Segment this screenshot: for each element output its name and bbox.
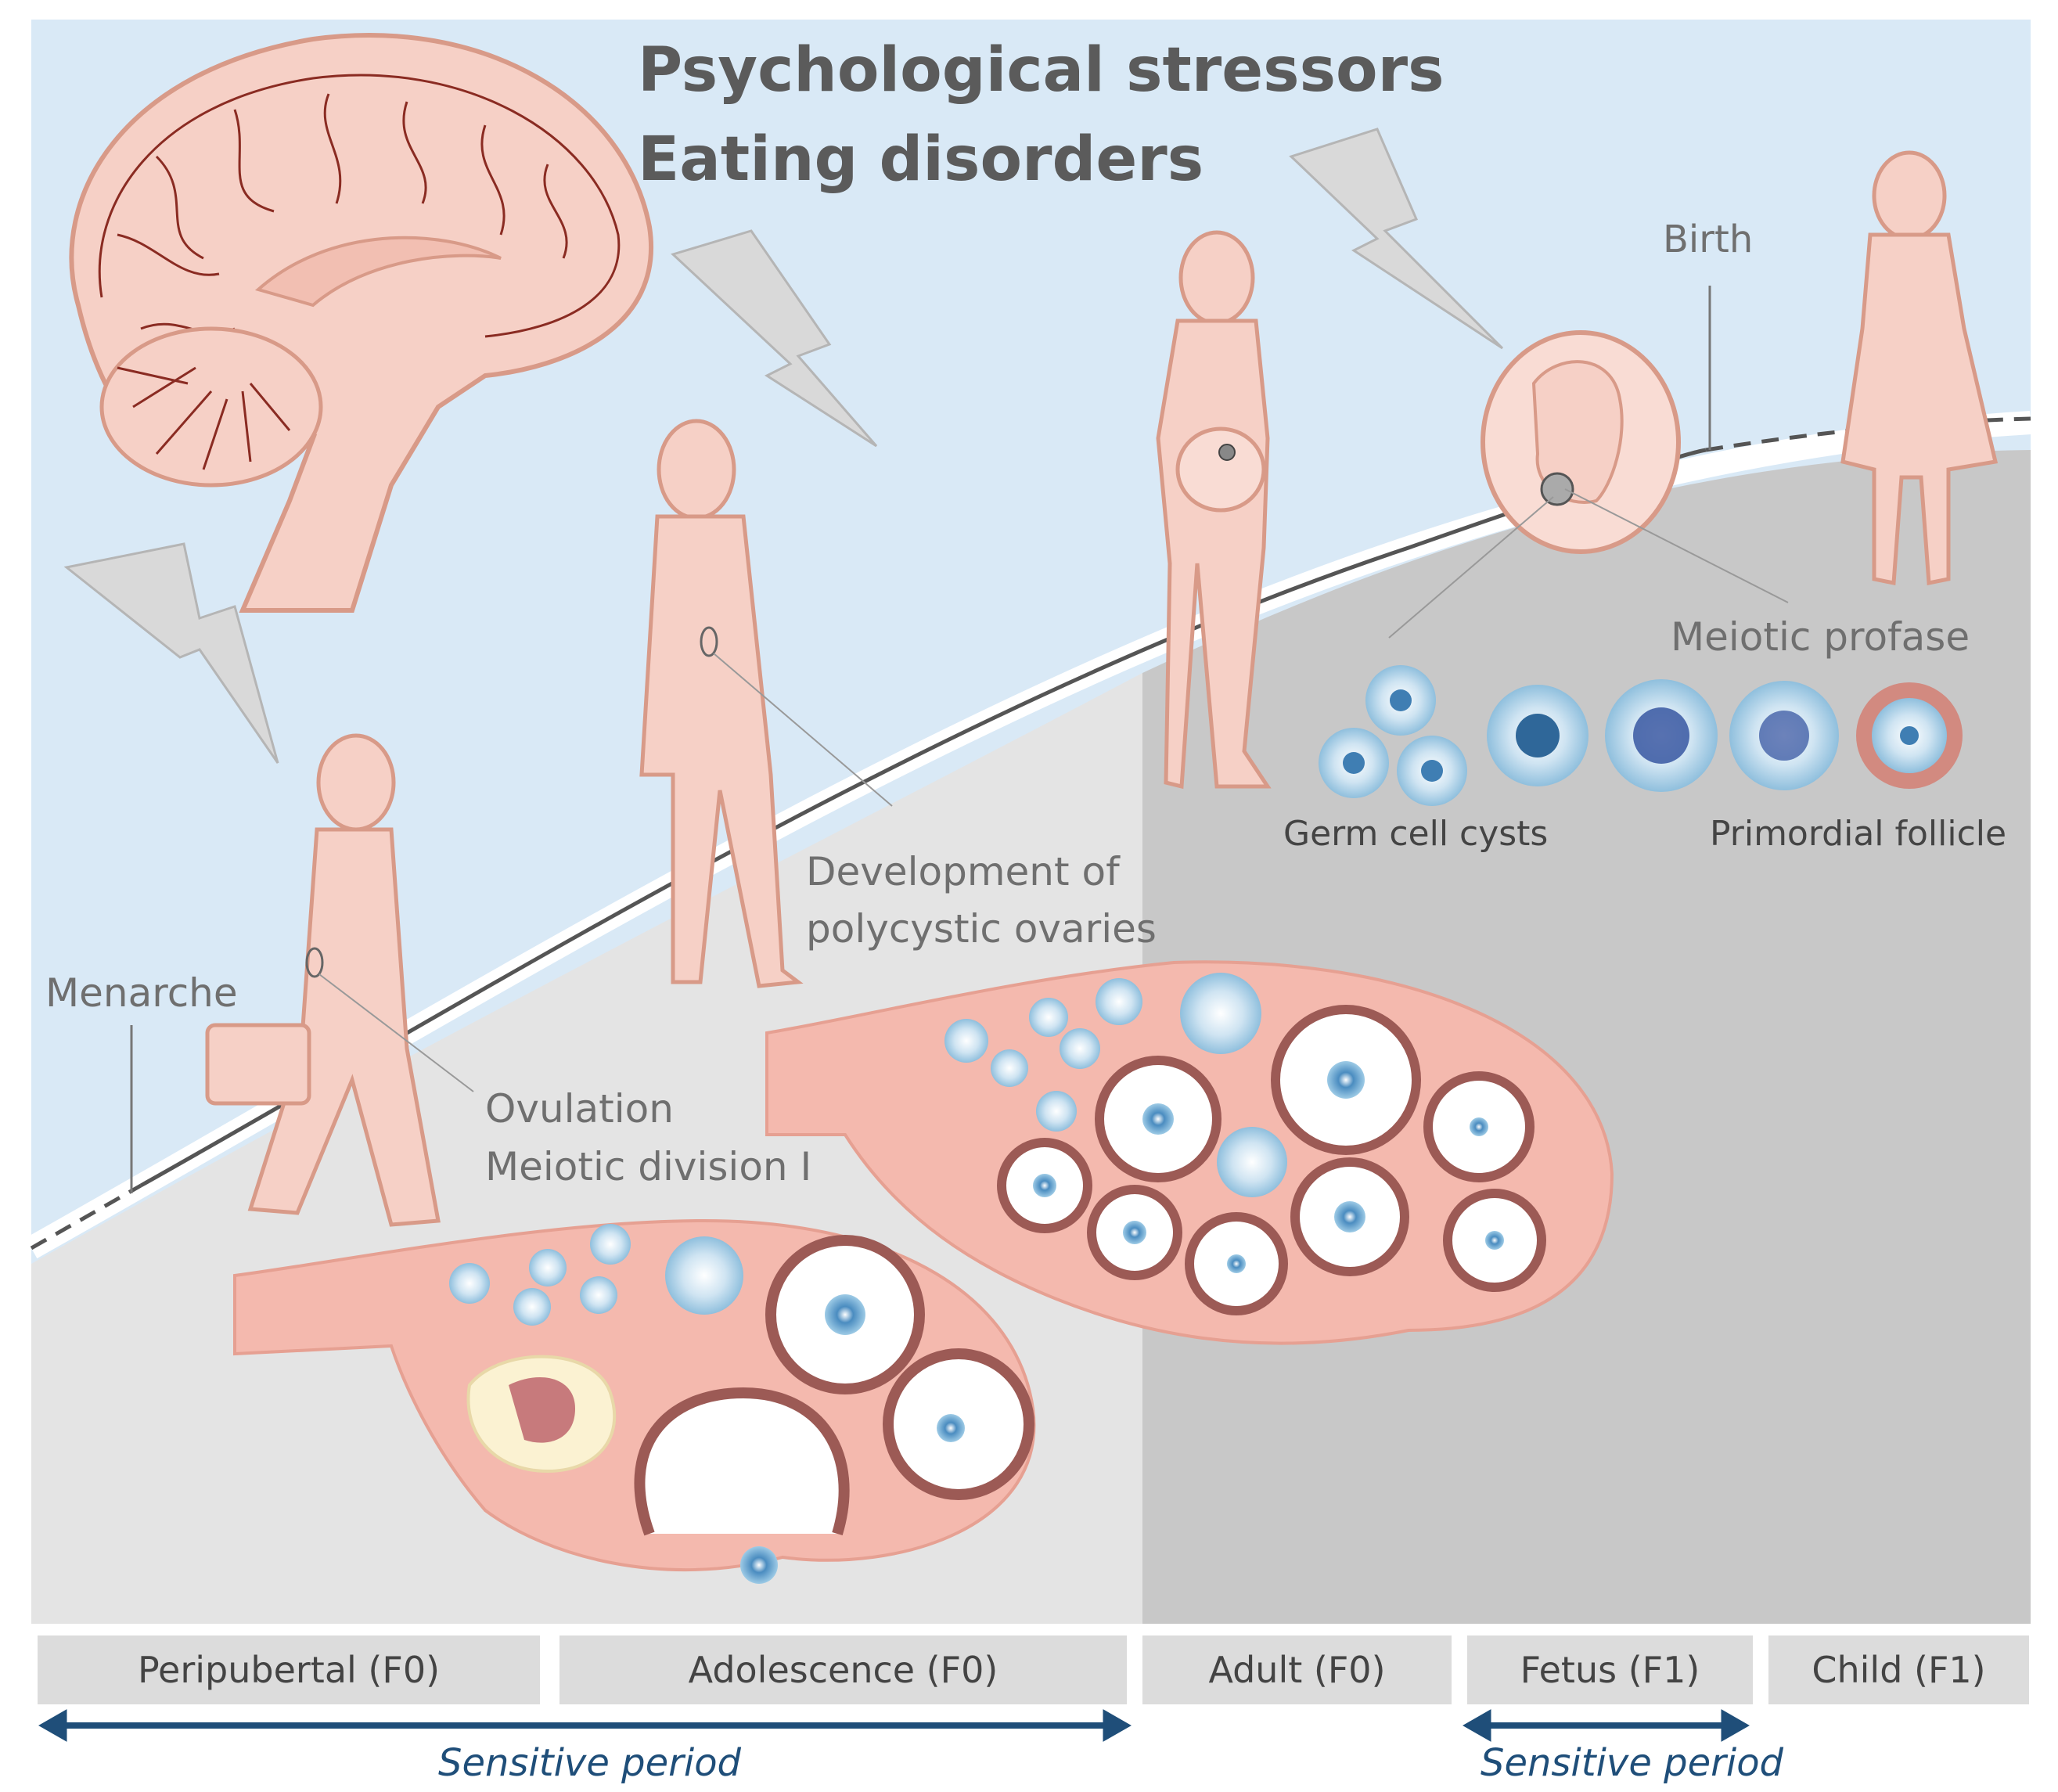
- sensitive-period-arrow-right: [1462, 1709, 1750, 1742]
- peripubertal-ovary-oocytes: [740, 1294, 965, 1584]
- pointer-ovulation: [318, 973, 474, 1092]
- development-label-line-1: Development of: [806, 849, 1120, 894]
- title-line-1: Psychological stressors: [638, 35, 1445, 106]
- girl-peripubertal-figure: [205, 733, 441, 1227]
- ovulation-label: Ovulation: [485, 1086, 674, 1132]
- pointer-polycystic: [713, 653, 893, 807]
- oogonium-cell: [1487, 685, 1588, 786]
- germ-cell-cysts-label: Germ cell cysts: [1283, 814, 1549, 854]
- lightning-bolt-right: [1289, 128, 1504, 350]
- lightning-bolt-center: [671, 229, 878, 448]
- adolescent-figure: [639, 419, 804, 988]
- oocyte-profase-cell-2: [1729, 681, 1839, 790]
- title-line-2: Eating disorders: [638, 124, 1204, 195]
- timeline-curve-dashed-left: [30, 1183, 142, 1250]
- stage-adolescence: Adolescence (F0): [559, 1635, 1127, 1704]
- pregnant-adult-figure: [1156, 230, 1272, 790]
- germ-cell-cyst-cluster: [1319, 665, 1467, 806]
- development-label-line-2: polycystic ovaries: [806, 906, 1157, 952]
- polycystic-ovary-oocytes: [1033, 1061, 1504, 1273]
- stage-fetus: Fetus (F1): [1467, 1635, 1753, 1704]
- stage-peripubertal: Peripubertal (F0): [38, 1635, 540, 1704]
- stage-child: Child (F1): [1768, 1635, 2029, 1704]
- pointer-germ-cells: [1388, 496, 1554, 639]
- peripubertal-ovary-small-follicles: [449, 1224, 743, 1326]
- primordial-follicle-cell: [1856, 682, 1963, 789]
- polycystic-ovary-small-follicles: [944, 973, 1287, 1197]
- sensitive-period-right-label: Sensitive period: [1481, 1741, 1784, 1785]
- primordial-follicle-label: Primordial follicle: [1710, 814, 2007, 854]
- brain-illustration: [69, 33, 653, 613]
- stage-adult: Adult (F0): [1142, 1635, 1452, 1704]
- birth-label: Birth: [1663, 218, 1754, 261]
- sensitive-period-left-label: Sensitive period: [438, 1741, 742, 1785]
- fetus-illustration: [1481, 330, 1681, 554]
- meiotic-division-label: Meiotic division I: [485, 1144, 812, 1189]
- lightning-bolt-left: [63, 542, 279, 764]
- pointer-meiotic-profase: [1564, 488, 1789, 603]
- meiotic-profase-label: Meiotic profase: [1671, 614, 1970, 660]
- child-figure: [1840, 150, 1999, 586]
- sensitive-period-arrow-left: [38, 1709, 1132, 1742]
- oocyte-profase-cell-1: [1605, 679, 1718, 792]
- menarche-label: Menarche: [45, 970, 238, 1016]
